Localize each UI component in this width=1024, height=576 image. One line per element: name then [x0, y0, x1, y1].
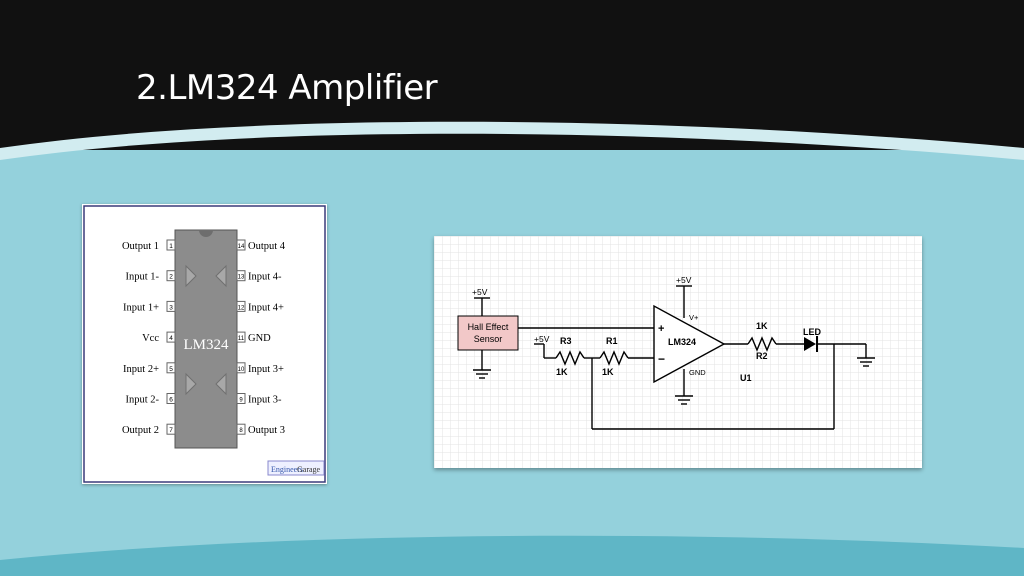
pin-row-right: 8 Output 3 — [236, 423, 285, 436]
pin-label: Input 1+ — [123, 302, 159, 313]
pin-row-left: Output 1 1 — [122, 239, 176, 252]
pin-row-left: Input 1- 2 — [125, 270, 176, 283]
minus-input-sign: − — [658, 352, 665, 366]
plus-input-sign: + — [658, 323, 664, 335]
sensor-label-line1: Hall Effect — [468, 322, 509, 332]
pin-label: GND — [248, 333, 271, 344]
pin-label: Input 1- — [125, 272, 159, 283]
pin-number: 5 — [169, 366, 173, 373]
led-label: LED — [803, 327, 822, 337]
pin-row-left: Output 2 7 — [122, 423, 176, 436]
internal-opamp-icon — [185, 264, 197, 288]
watermark-engineers: Engineers — [271, 465, 303, 474]
pin-label: Input 3+ — [248, 364, 284, 375]
pin-number: 9 — [239, 398, 243, 404]
divider-supply-label: +5V — [534, 334, 550, 344]
ground-symbols — [473, 357, 875, 405]
pin-number: 13 — [238, 275, 245, 281]
opamp-supply-label: +5V — [676, 275, 692, 285]
pin-number: 4 — [169, 335, 173, 342]
pin-label: Input 3- — [248, 395, 282, 406]
pin-number: 7 — [169, 427, 173, 434]
pin-label: Output 2 — [122, 425, 159, 436]
pin-number: 14 — [238, 244, 245, 250]
pin-number: 8 — [239, 428, 243, 434]
pin-row-left: Input 2+ 5 — [123, 362, 176, 375]
pin-number: 2 — [169, 274, 173, 281]
wires — [474, 285, 867, 430]
pin-label: Input 4- — [248, 272, 282, 283]
sensor-supply-label: +5V — [472, 287, 488, 297]
internal-opamp-icon — [215, 264, 227, 288]
unit-label: U1 — [740, 373, 752, 383]
pin-label: Input 4+ — [248, 302, 284, 313]
pin-row-right: 9 Input 3- — [236, 393, 282, 406]
r1-label: R1 — [606, 336, 618, 346]
r2-value: 1K — [756, 321, 768, 331]
pin-row-left: Input 2- 6 — [125, 393, 176, 406]
r2-label: R2 — [756, 351, 768, 361]
vplus-label: V+ — [689, 313, 699, 322]
pin-number: 3 — [169, 304, 173, 311]
pin-number: 1 — [169, 243, 173, 250]
pin-number: 11 — [238, 336, 245, 342]
pin-number: 10 — [238, 367, 245, 373]
pin-label: Output 3 — [248, 425, 285, 436]
r3-value: 1K — [556, 367, 568, 377]
chip-label: LM324 — [184, 337, 230, 353]
internal-opamp-icon — [185, 372, 197, 396]
slide-title: 2.LM324 Amplifier — [136, 68, 438, 108]
internal-opamp-icon — [215, 372, 227, 396]
pin-label: Vcc — [142, 333, 159, 344]
led-diode — [804, 337, 816, 351]
circuit-schematic: Hall Effect Sensor +5V +5V +5V R3 1K R1 … — [434, 236, 922, 468]
watermark-garage: Garage — [297, 465, 321, 474]
pin-row-left: Vcc 4 — [142, 331, 176, 344]
sensor-label-line2: Sensor — [474, 334, 503, 344]
pin-label: Input 2+ — [123, 364, 159, 375]
pin-number: 6 — [169, 397, 173, 404]
pin-row-left: Input 1+ 3 — [123, 300, 176, 313]
pin-number: 12 — [238, 305, 245, 311]
hall-sensor-box — [457, 315, 519, 351]
pin-label: Output 1 — [122, 241, 159, 252]
r1-value: 1K — [602, 367, 614, 377]
pin-label: Input 2- — [125, 395, 159, 406]
pin-label: Output 4 — [248, 241, 286, 252]
gnd-pin-label: GND — [689, 368, 706, 377]
opamp-label: LM324 — [668, 337, 696, 347]
r3-label: R3 — [560, 336, 572, 346]
